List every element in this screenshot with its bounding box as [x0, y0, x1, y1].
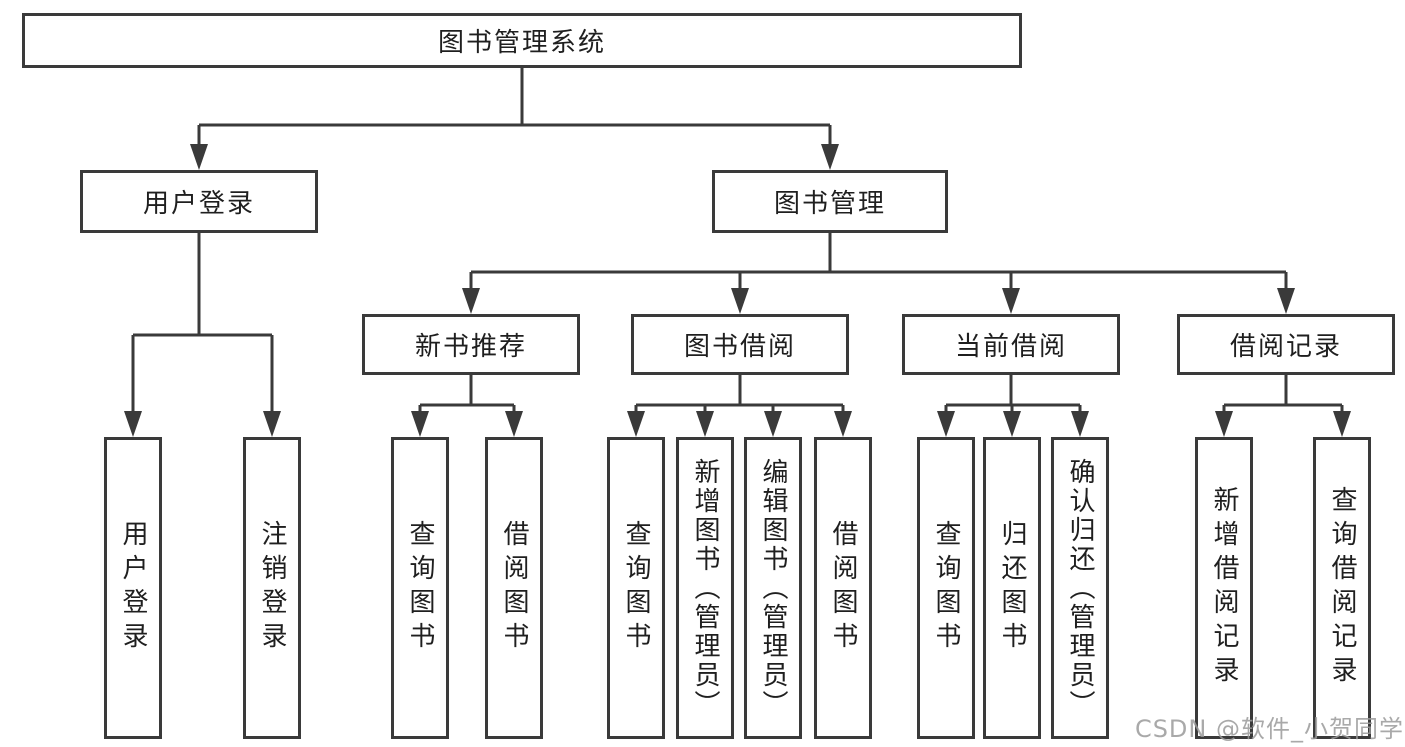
node-label: 编辑图书（管理员） — [758, 457, 788, 719]
node-borrow-borrow-books: 借阅图书 — [814, 437, 872, 739]
node-current-return-books: 归还图书 — [983, 437, 1041, 739]
node-label: 归还图书 — [997, 520, 1027, 656]
node-current-borrowing: 当前借阅 — [902, 314, 1120, 375]
node-login-user-login: 用户登录 — [104, 437, 162, 739]
node-user-login: 用户登录 — [80, 170, 318, 233]
node-label: 确认归还（管理员） — [1065, 457, 1095, 719]
node-borrow-add-books-admin: 新增图书（管理员） — [676, 437, 734, 739]
node-newrec-borrow-books: 借阅图书 — [485, 437, 543, 739]
node-label: 查询图书 — [931, 520, 961, 656]
node-new-book-recommendation: 新书推荐 — [362, 314, 580, 375]
node-records-add-borrow-record: 新增借阅记录 — [1195, 437, 1253, 739]
node-borrow-edit-books-admin: 编辑图书（管理员） — [744, 437, 802, 739]
node-login-logout: 注销登录 — [243, 437, 301, 739]
csdn-watermark: CSDN @软件_小贺同学 — [1134, 715, 1404, 743]
node-library-management-system: 图书管理系统 — [22, 13, 1022, 68]
node-book-management: 图书管理 — [712, 170, 948, 233]
node-label: 查询借阅记录 — [1327, 486, 1357, 690]
node-borrowing-records: 借阅记录 — [1177, 314, 1395, 375]
node-newrec-query-books: 查询图书 — [391, 437, 449, 739]
node-label: 注销登录 — [257, 520, 287, 656]
node-records-query-borrow-record: 查询借阅记录 — [1313, 437, 1371, 739]
node-label: 新增图书（管理员） — [690, 457, 720, 719]
node-book-borrowing: 图书借阅 — [631, 314, 849, 375]
node-current-query-books: 查询图书 — [917, 437, 975, 739]
node-label: 借阅图书 — [499, 520, 529, 656]
node-label: 用户登录 — [118, 520, 148, 656]
node-current-confirm-return-admin: 确认归还（管理员） — [1051, 437, 1109, 739]
node-borrow-query-books: 查询图书 — [607, 437, 665, 739]
node-label: 新增借阅记录 — [1209, 486, 1239, 690]
node-label: 借阅图书 — [828, 520, 858, 656]
node-label: 查询图书 — [621, 520, 651, 656]
node-label: 查询图书 — [405, 520, 435, 656]
